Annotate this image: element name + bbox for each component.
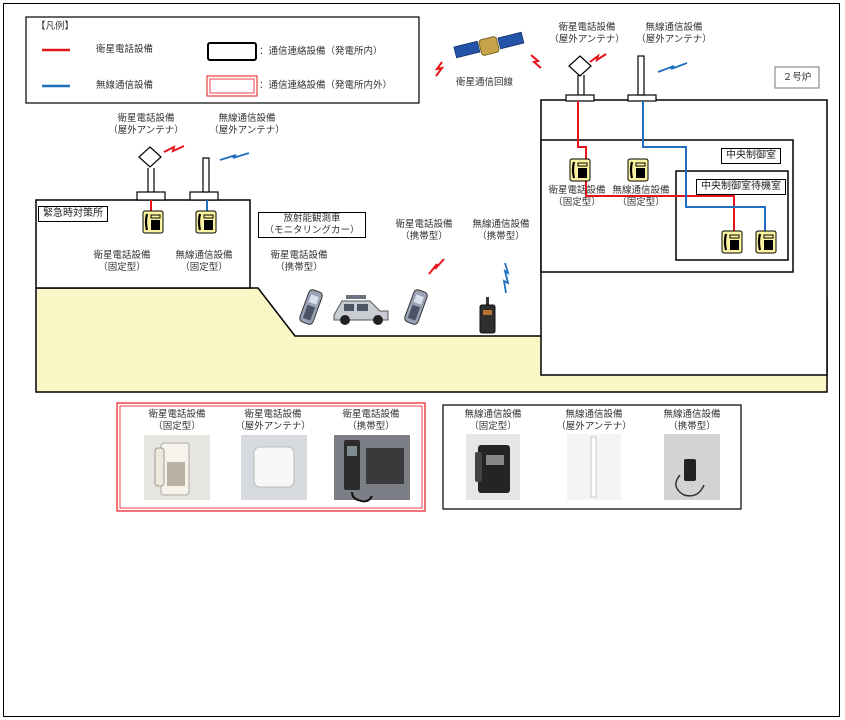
photo-sat-fixed-label: 衛星電話設備（固定型）	[136, 409, 218, 433]
reactor-sat-phone-icon	[570, 159, 590, 181]
waiting-room-title: 中央制御室待機室	[696, 179, 786, 195]
monitoring-car-title: 放射能観測車（モニタリングカー）	[258, 212, 366, 238]
field-sat-portable-label: 衛星電話設備（携帯型）	[387, 219, 461, 243]
photo-radio-portable-label: 無線通信設備（携帯型）	[651, 409, 733, 433]
legend-title: 【凡例】	[36, 21, 74, 33]
ec-radio-antenna-icon	[203, 158, 209, 192]
ec-sat-fixed-label: 衛星電話設備（固定型）	[84, 250, 160, 274]
reactor-radio-phone-icon	[628, 159, 648, 181]
photo-sat-antenna-label: 衛星電話設備（屋外アンテナ）	[232, 409, 314, 433]
waiting-radio-phone-icon	[756, 231, 776, 253]
satellite-icon	[454, 32, 524, 57]
legend-blue-line-label: 無線通信設備	[96, 80, 153, 92]
reactor-sat-fixed-label: 衛星電話設備（固定型）	[542, 185, 612, 209]
legend-red-box-label: ：通信連絡設備（発電所内外）	[259, 80, 392, 92]
legend-red-line-label: 衛星電話設備	[96, 44, 153, 56]
photo-radio-fixed-label: 無線通信設備（固定型）	[452, 409, 534, 433]
waiting-sat-phone-icon	[722, 231, 742, 253]
reactor-radio-antenna-icon	[638, 56, 644, 95]
ec-sat-antenna-icon	[139, 147, 161, 167]
sat-portable-photo	[334, 435, 410, 501]
field-radio-portable-icon	[480, 297, 495, 333]
satellite-signal-right	[531, 55, 541, 68]
unit-label: ２号炉	[780, 72, 814, 84]
legend-black-box	[208, 43, 256, 60]
photo-sat-portable-label: 衛星電話設備（携帯型）	[330, 409, 412, 433]
emergency-center-title: 緊急時対策所	[38, 206, 108, 222]
ec-sat-phone-icon	[143, 211, 163, 233]
car-sat-portable-label: 衛星電話設備（携帯型）	[262, 250, 336, 274]
reactor-sat-antenna-label: 衛星電話設備（屋外アンテナ）	[547, 22, 627, 46]
legend-black-box-label: ：通信連絡設備（発電所内）	[259, 46, 383, 58]
field-radio-portable-label: 無線通信設備（携帯型）	[464, 219, 538, 243]
radio-fixed-photo	[466, 434, 520, 500]
sat-fixed-photo	[144, 435, 210, 500]
ec-radio-phone-icon	[196, 211, 216, 233]
monitoring-car-icon	[334, 295, 388, 325]
car-sat-portable-phone-icon	[299, 289, 324, 326]
radio-antenna-photo	[567, 434, 621, 500]
control-room-title: 中央制御室	[721, 148, 781, 164]
field-sat-portable-phone-icon	[404, 289, 429, 326]
radio-portable-photo	[664, 434, 720, 500]
satellite-label: 衛星通信回線	[456, 77, 513, 89]
ec-radio-fixed-label: 無線通信設備（固定型）	[166, 250, 242, 274]
reactor-sat-antenna-icon	[569, 56, 591, 76]
ec-radio-antenna-label: 無線通信設備（屋外アンテナ）	[207, 113, 287, 137]
ec-sat-antenna-label: 衛星電話設備（屋外アンテナ）	[106, 113, 186, 137]
photo-radio-antenna-label: 無線通信設備（屋外アンテナ）	[552, 409, 636, 433]
reactor-radio-antenna-label: 無線通信設備（屋外アンテナ）	[634, 22, 714, 46]
reactor-radio-fixed-label: 無線通信設備（固定型）	[610, 185, 672, 209]
satellite-signal-left	[436, 62, 442, 76]
sat-antenna-photo	[241, 435, 307, 500]
